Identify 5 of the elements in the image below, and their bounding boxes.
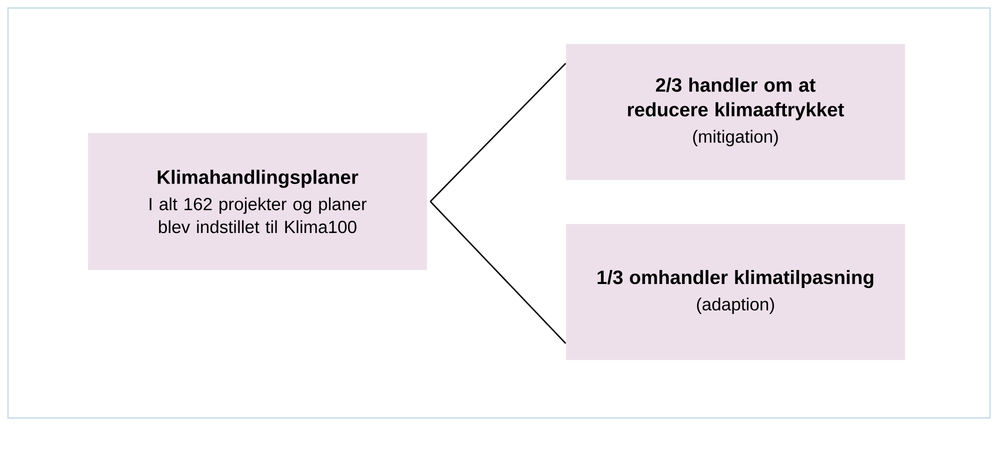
connector-line (430, 201, 566, 344)
text-box: 1/3 omhandler klimatilpasning (adaption) (566, 224, 905, 360)
text-box: Klimahandlingsplaner I alt 162 projekter og planer blev indstillet til Klima100 (88, 132, 427, 270)
connector-line (430, 62, 566, 202)
text-box: 2/3 handler om at reducere klimaaftrykket (mitigation) (566, 44, 905, 180)
